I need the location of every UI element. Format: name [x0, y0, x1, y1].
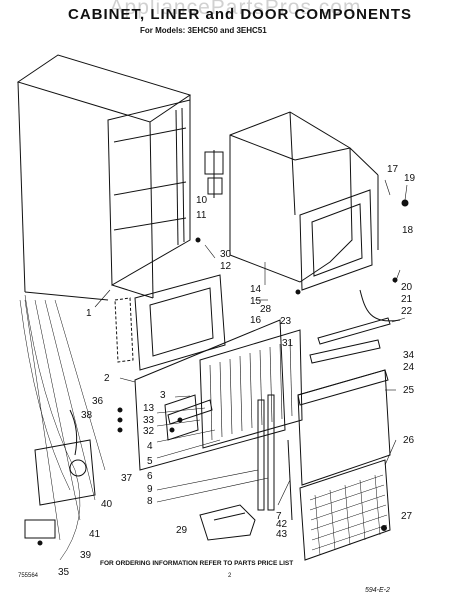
- callout: 20: [401, 282, 413, 293]
- callout: 18: [402, 225, 414, 236]
- callout: 29: [176, 525, 188, 536]
- handwritten-signature: 594-E-2: [365, 587, 390, 594]
- cabinet-drawing: [16, 54, 192, 301]
- callout: 26: [403, 435, 415, 446]
- grille-drawing: [299, 459, 391, 561]
- callout: 35: [58, 567, 70, 578]
- callout: 27: [401, 511, 413, 522]
- callout: 19: [404, 173, 416, 184]
- callout: 7: [276, 511, 282, 522]
- callout: 14: [250, 284, 262, 295]
- document-code: 755564: [18, 573, 39, 579]
- callout: 41: [89, 529, 101, 540]
- rail-drawing: [317, 289, 401, 345]
- callout: 8: [147, 496, 153, 507]
- door-liner-frame: [114, 274, 226, 371]
- callout: 33: [143, 415, 155, 426]
- callout: 34: [403, 350, 415, 361]
- callout: 21: [401, 294, 413, 305]
- callout: 36: [92, 396, 104, 407]
- callout: 3: [160, 390, 166, 401]
- callout: 32: [143, 426, 155, 437]
- callout-labels: 1 2 3 4 5 6 7 8 9 10 11 12 13 14 15 16 1…: [58, 164, 416, 578]
- page-number: 2: [228, 573, 232, 579]
- callout: 42: [276, 519, 288, 530]
- callout: 28: [260, 304, 272, 315]
- callout: 43: [276, 529, 288, 540]
- callout: 16: [250, 315, 262, 326]
- callout: 10: [196, 195, 208, 206]
- callout: 25: [403, 385, 415, 396]
- leader-lines: [94, 179, 408, 506]
- watermark: AppliancePartsPros.com: [109, 0, 362, 19]
- callout: 39: [80, 550, 92, 561]
- model-subtitle: For Models: 3EHC50 and 3EHC51: [140, 26, 267, 35]
- callout: 15: [250, 296, 262, 307]
- liner-drawing: [229, 111, 379, 291]
- control-box-drawing: [24, 409, 96, 539]
- page-title: CABINET, LINER and DOOR COMPONENTS: [67, 6, 412, 23]
- callout: 37: [121, 473, 133, 484]
- heater-wire-drawing: [19, 294, 106, 561]
- callout: 1: [86, 308, 92, 319]
- callout: 2: [104, 373, 110, 384]
- callout: 17: [387, 164, 399, 175]
- callout: 9: [147, 484, 153, 495]
- callout: 13: [143, 403, 155, 414]
- callout: 22: [401, 306, 413, 317]
- callout: 6: [147, 471, 153, 482]
- ordering-note: FOR ORDERING INFORMATION REFER TO PARTS …: [100, 560, 294, 567]
- callout: 5: [147, 456, 153, 467]
- hinge-drawing: [204, 150, 224, 198]
- callout: 30: [220, 249, 232, 260]
- callout: 12: [220, 261, 232, 272]
- right-panel-drawing: [297, 339, 391, 486]
- callout: 11: [196, 210, 207, 221]
- callout: 23: [280, 316, 292, 327]
- callout: 40: [101, 499, 113, 510]
- callout: 38: [81, 410, 93, 421]
- callout: 24: [403, 362, 415, 373]
- callout: 4: [147, 441, 153, 452]
- door-panel-drawing: [134, 319, 303, 471]
- handle-drawing: [199, 504, 256, 541]
- callout: 31: [282, 338, 294, 349]
- strip-drawing: [257, 394, 293, 521]
